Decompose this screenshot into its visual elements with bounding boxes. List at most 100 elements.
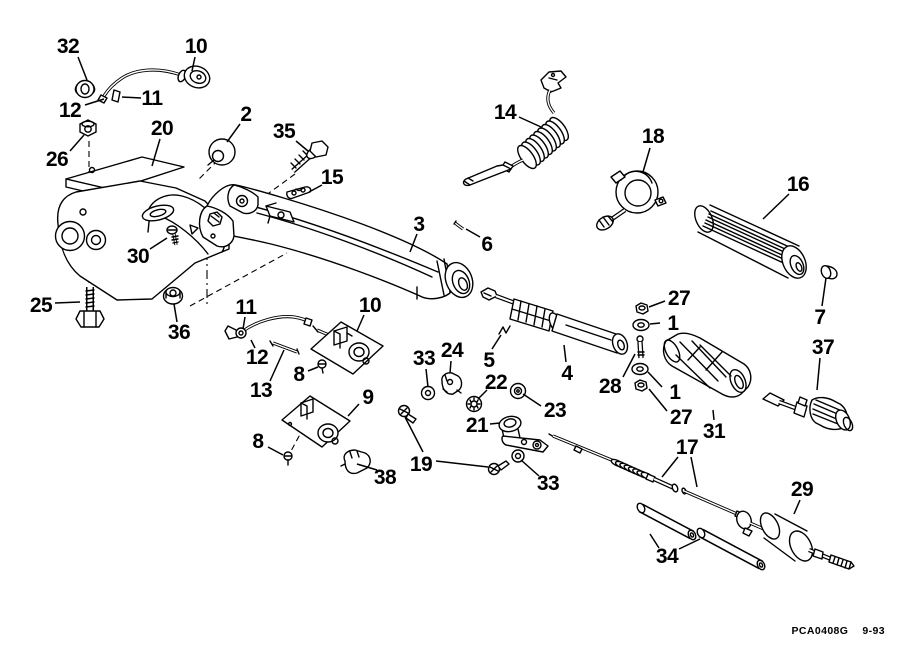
leader-line-33 <box>425 368 429 388</box>
leader-line-11 <box>121 96 142 99</box>
friction-plate-upper <box>310 321 384 375</box>
cable-grip-barrel <box>759 512 855 570</box>
part-label-14: 14 <box>494 101 517 124</box>
leader-line-20 <box>151 138 161 167</box>
leader-line-27 <box>648 388 668 412</box>
lanyard-coil <box>516 116 570 170</box>
part-label-12: 12 <box>246 346 268 369</box>
leader-line-11 <box>242 316 246 330</box>
screw <box>166 225 179 246</box>
part-label-36: 36 <box>168 321 190 344</box>
part-label-20: 20 <box>151 117 173 140</box>
part-label-25: 25 <box>30 294 53 317</box>
part-label-24: 24 <box>441 339 464 362</box>
part-label-12: 12 <box>59 99 81 122</box>
part-label-1: 1 <box>667 312 679 335</box>
part-label-6: 6 <box>481 233 492 256</box>
grip-tubing <box>636 502 766 571</box>
leader-line-5 <box>491 334 502 350</box>
bushing-washer <box>509 382 527 400</box>
leader-line-25 <box>54 301 81 304</box>
leader-line-21 <box>489 422 501 425</box>
leader-line-17 <box>661 456 679 478</box>
part-label-22: 22 <box>485 371 507 394</box>
grommet <box>74 79 96 99</box>
part-label-11: 11 <box>235 296 257 319</box>
part-label-33: 33 <box>537 472 559 495</box>
pan-screw <box>487 460 510 476</box>
washer-nut-stack <box>631 302 650 392</box>
safety-lanyard <box>462 70 570 187</box>
leader-line-22 <box>477 389 488 400</box>
friction-plate-lower <box>281 395 351 466</box>
part-label-33: 33 <box>413 347 435 370</box>
leader-line-19 <box>435 460 489 468</box>
spring-clip <box>498 325 511 335</box>
leader-line-24 <box>449 360 452 374</box>
choke-knob-cable <box>74 65 211 104</box>
leader-line-12 <box>250 339 256 349</box>
leader-line-33 <box>520 459 540 477</box>
part-label-11: 11 <box>141 87 163 110</box>
leader-line-18 <box>642 147 651 173</box>
part-label-21: 21 <box>466 414 489 437</box>
leader-line-8 <box>267 446 284 456</box>
leader-line-14 <box>518 116 542 128</box>
leader-line-3 <box>409 233 418 253</box>
leader-line-32 <box>77 56 88 81</box>
fastener-cluster <box>397 372 549 476</box>
part-label-16: 16 <box>787 173 809 196</box>
leader-line-15 <box>308 184 323 193</box>
part-label-10: 10 <box>359 294 381 317</box>
part-label-13: 13 <box>250 379 272 402</box>
part-label-34: 34 <box>656 545 679 568</box>
cable-connector <box>111 89 121 103</box>
leader-line-37 <box>816 357 821 391</box>
swivel-bracket <box>441 372 463 395</box>
part-label-19: 19 <box>410 453 432 476</box>
hex-bolt <box>75 287 105 328</box>
flange-nut <box>162 286 184 305</box>
part-label-35: 35 <box>273 120 296 143</box>
part-label-10: 10 <box>185 35 207 58</box>
leader-line-16 <box>762 193 790 220</box>
part-label-18: 18 <box>642 125 665 148</box>
part-label-4: 4 <box>561 362 573 385</box>
leader-line-34 <box>678 538 701 550</box>
part-label-8: 8 <box>293 363 305 386</box>
cable-clamp <box>286 186 312 200</box>
leader-line-29 <box>793 499 801 515</box>
part-label-38: 38 <box>374 466 397 489</box>
part-label-1: 1 <box>669 381 681 404</box>
throttle-gear-shaft <box>762 392 854 432</box>
leader-line-31 <box>712 409 715 421</box>
leader-line-2 <box>226 123 241 143</box>
grip-end-cap <box>820 265 838 280</box>
leader-line-8 <box>307 366 319 372</box>
part-label-3: 3 <box>413 213 424 236</box>
part-label-7: 7 <box>814 306 825 329</box>
bushing-cap <box>207 138 236 166</box>
part-label-27: 27 <box>668 287 690 310</box>
tiller-arm <box>198 184 474 300</box>
leader-line-28 <box>622 353 636 378</box>
part-label-15: 15 <box>321 166 344 189</box>
part-label-37: 37 <box>812 336 834 359</box>
roll-pin <box>453 220 464 231</box>
leader-line-4 <box>563 344 567 363</box>
leader-line-34 <box>649 533 660 549</box>
plate-screw <box>283 451 293 466</box>
part-label-29: 29 <box>791 478 813 501</box>
leader-line-23 <box>522 393 542 407</box>
part-label-23: 23 <box>544 399 566 422</box>
leader-line-7 <box>821 277 827 307</box>
part-label-2: 2 <box>240 103 251 126</box>
twist-grip <box>694 204 807 279</box>
part-label-5: 5 <box>483 349 495 372</box>
rubber-cap <box>340 449 371 475</box>
part-label-9: 9 <box>362 386 373 409</box>
leader-line-10 <box>191 56 196 72</box>
